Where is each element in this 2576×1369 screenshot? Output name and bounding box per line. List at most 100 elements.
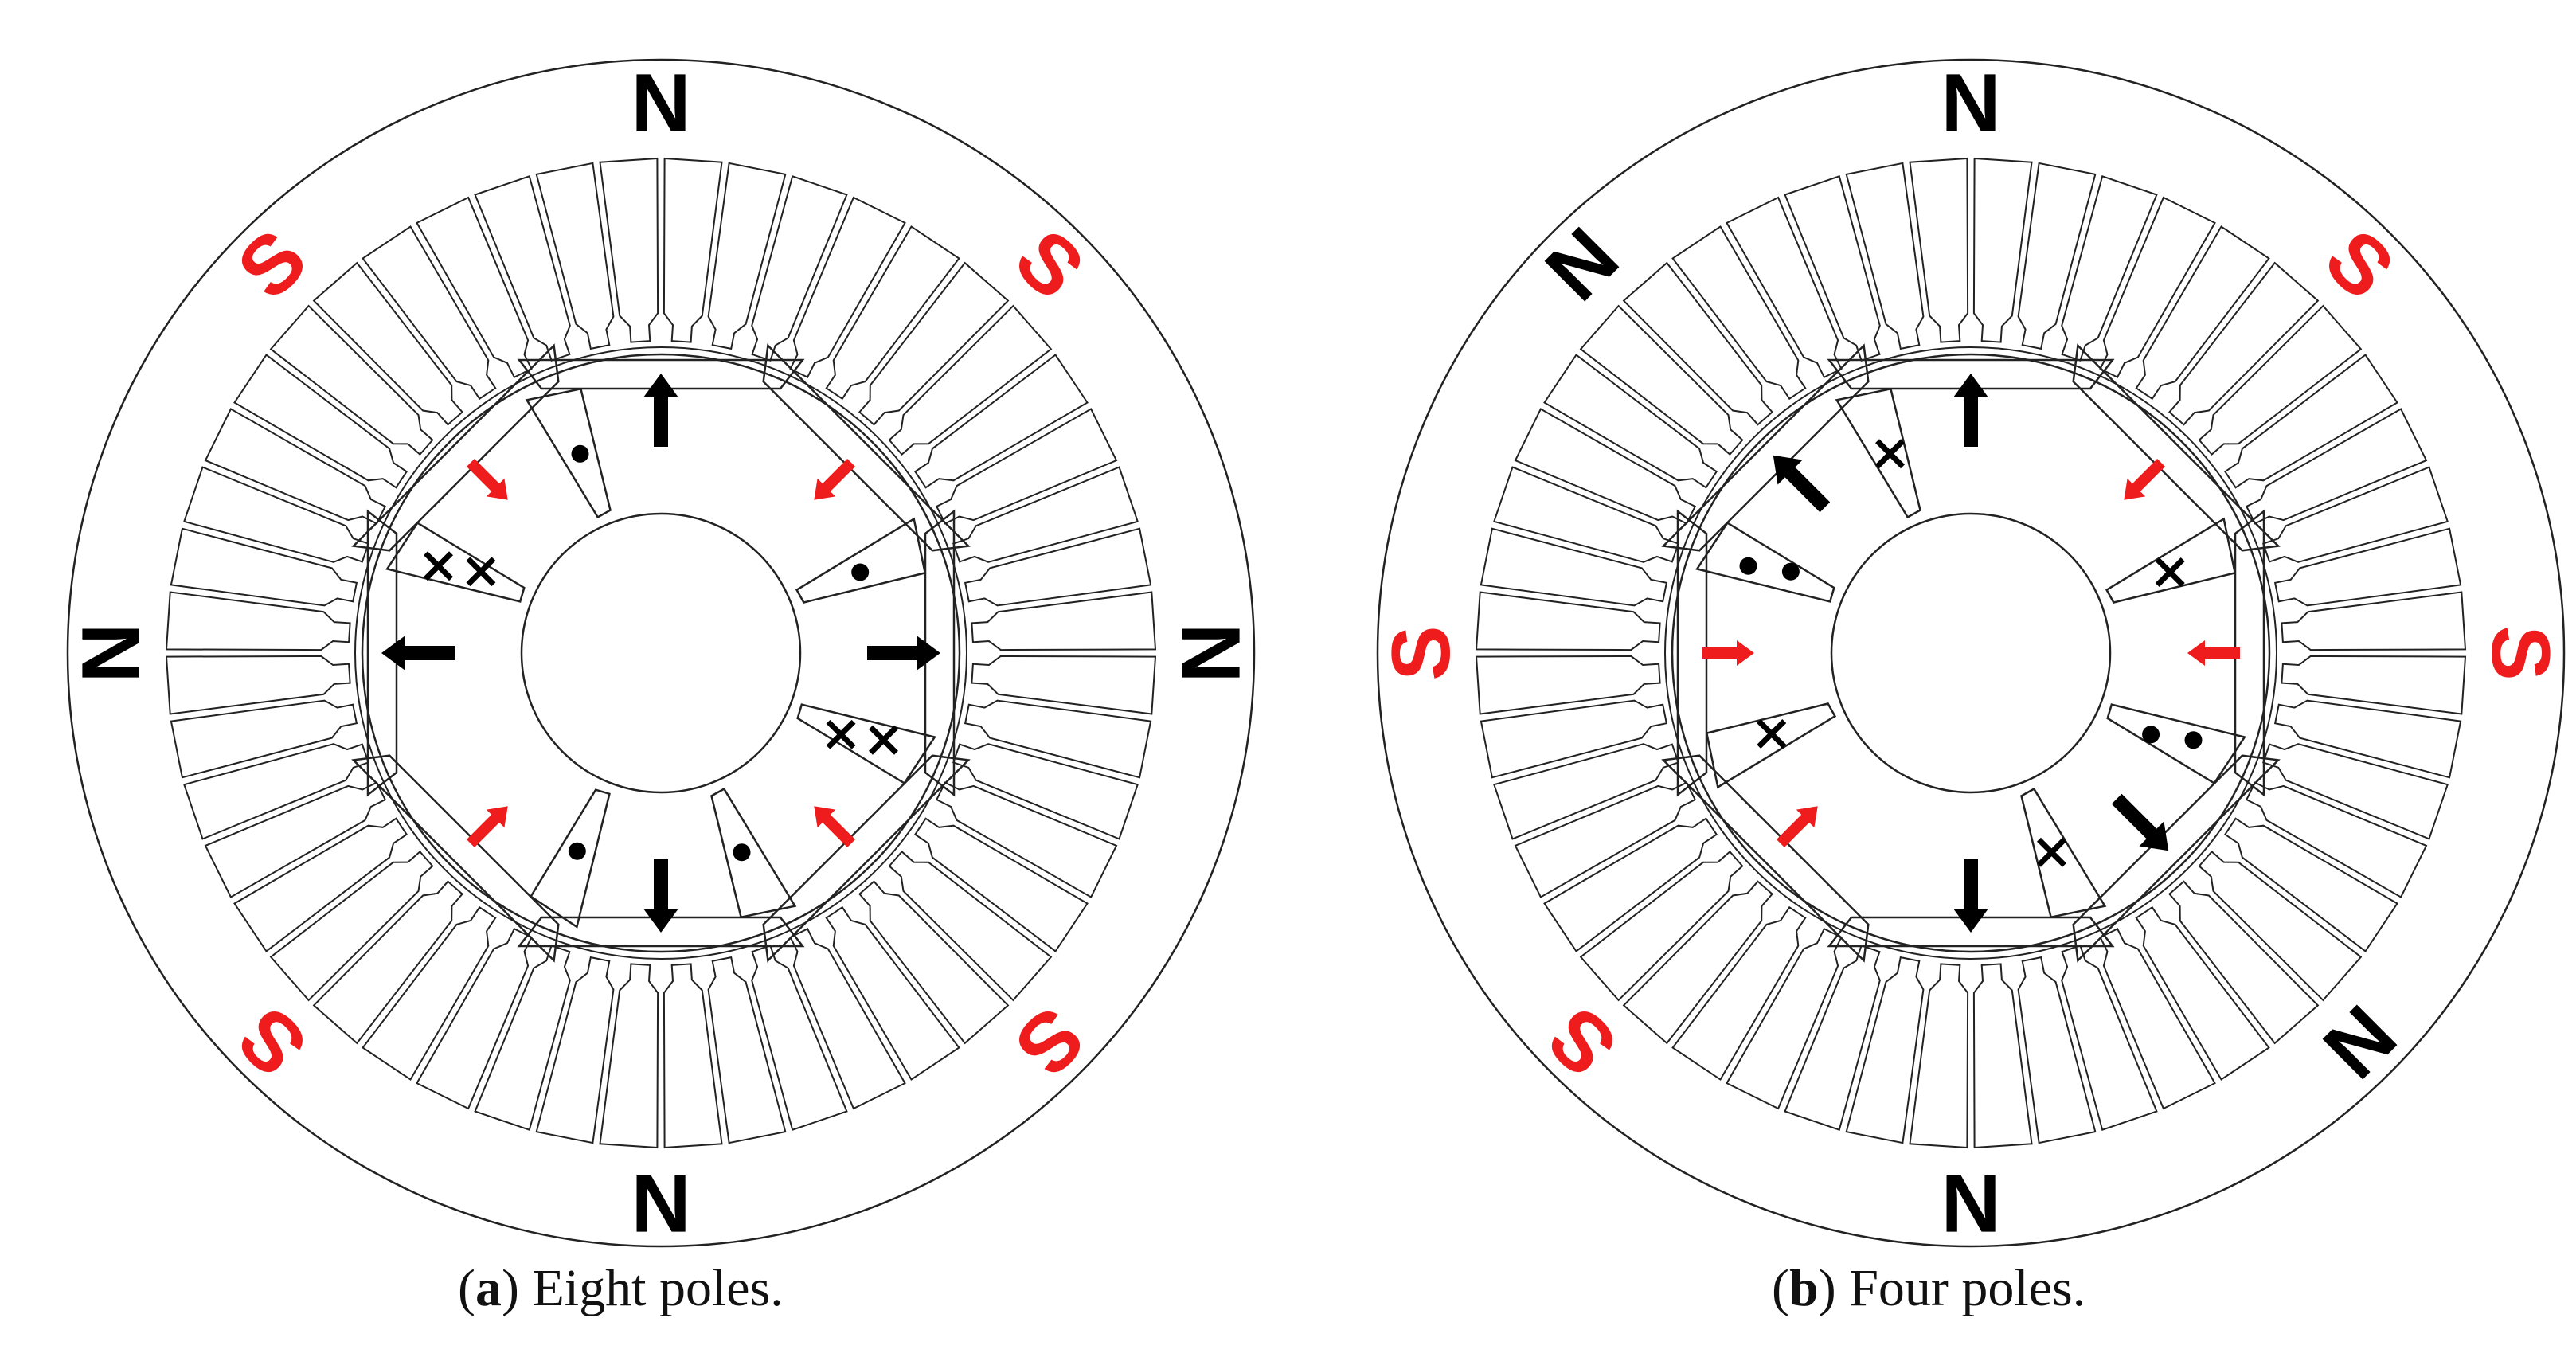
stator-slot [707,162,787,350]
rotor-magnet [762,343,971,552]
magnetization-arrow [643,374,678,447]
pole-label: S [221,213,325,317]
rotor-magnet [351,343,560,552]
current-cross-mark [1757,719,1787,749]
magnetization-arrow [2187,640,2240,666]
magnet-pocket [2072,754,2281,963]
flux-barrier [385,521,526,603]
magnet-pocket [762,754,971,963]
stator-slot [474,945,571,1131]
caption-four-poles: (b) Four poles. [1772,1259,2086,1317]
magnet-pocket [351,754,560,963]
stator-slot [1972,157,2033,343]
stator-slot [935,781,1118,898]
magnet-pocket [351,343,560,552]
stator-slot [2017,162,2097,350]
pole-label: N [631,1156,690,1249]
stator-slot [1475,591,1661,651]
stator-slot [599,963,659,1149]
flux-barrier [795,517,927,604]
stator-slot [1480,527,1668,607]
stator-slot [312,261,464,426]
flux-barrier [2106,703,2246,785]
magnetization-arrow [467,459,508,500]
stator-slot [1493,466,1679,563]
magnetization-arrow [1777,806,1818,847]
stator-slot [269,850,434,1002]
stator-slot [707,956,787,1144]
pole-label: N [1529,211,1636,319]
stator-slot [2281,591,2467,651]
stator-slot [2099,927,2216,1110]
stator-slot [935,408,1118,525]
current-cross-mark [1875,439,1905,469]
stator-slot [2099,196,2216,379]
stator-slot [1909,157,1969,343]
flux-barrier [2105,517,2237,604]
barrier-slot [529,788,611,929]
rotor-magnet [762,754,971,963]
stator-slot [1543,817,1718,952]
caption-eight-poles: (a) Eight poles. [458,1259,784,1317]
stator-slot [1909,963,1969,1149]
stator-slot [1622,880,1774,1045]
magnet-pocket [1661,343,1870,552]
magnetization-arrow [467,806,508,847]
current-cross-mark [868,725,898,755]
stator-slot [535,956,615,1144]
pole-label: N [631,57,690,150]
magnet-pocket [1827,358,2115,390]
stator-slot [789,196,906,379]
current-dot-mark [1739,557,1757,575]
current-dot-mark [851,563,870,581]
magnet-pocket [2072,343,2281,552]
magnetization-arrow [867,636,940,671]
magnet-pocket [1676,509,1708,797]
stator-slot [204,781,387,898]
magnet-pocket [1827,916,2115,948]
rotor-magnet [351,754,560,963]
stator-slot [535,162,615,350]
stator-slot [952,743,1139,840]
magnet-pocket [517,916,805,948]
pole-label: N [2305,988,2413,1095]
rotor-magnet [1827,859,2115,948]
flux-barrier [2020,787,2107,919]
magnetization-arrow [814,806,855,847]
stator-slot [663,157,723,343]
stator-slot [964,699,1152,779]
stator-slot [913,354,1089,489]
pole-label: S [997,989,1101,1093]
rotor-magnet [517,358,805,447]
magnetization-arrow [2124,459,2165,500]
stator-slot [971,655,1157,715]
stator-slot [2273,699,2462,779]
pole-label: S [997,213,1101,317]
magnetization-arrow [1953,374,1988,447]
flux-barrier [525,387,612,519]
rotor-magnet [2072,343,2281,552]
stator-slot [183,743,369,840]
stator-slot [599,157,659,343]
stator-slot [312,880,464,1045]
stator-slots [1475,157,2467,1149]
current-dot-mark [571,444,589,463]
rotor-magnet [1661,754,1870,963]
stator-slot [2245,781,2428,898]
flux-barrier [529,788,611,929]
stator-slot [170,527,358,607]
stator-slot [2245,408,2428,525]
stator-slot [1514,781,1697,898]
stator-slot [2223,817,2398,952]
magnet-pocket [924,509,956,797]
current-cross-mark [2037,837,2066,867]
magnetization-arrow [381,636,455,671]
magnetization-arrow [2111,793,2169,851]
pole-label: N [1941,57,2000,150]
stator-slot [1784,945,1881,1131]
stator-slot [2262,466,2449,563]
rotor-magnet [2072,754,2281,963]
pole-label: S [2307,213,2411,317]
stator-bore [354,346,967,960]
stator-slot [165,591,351,651]
